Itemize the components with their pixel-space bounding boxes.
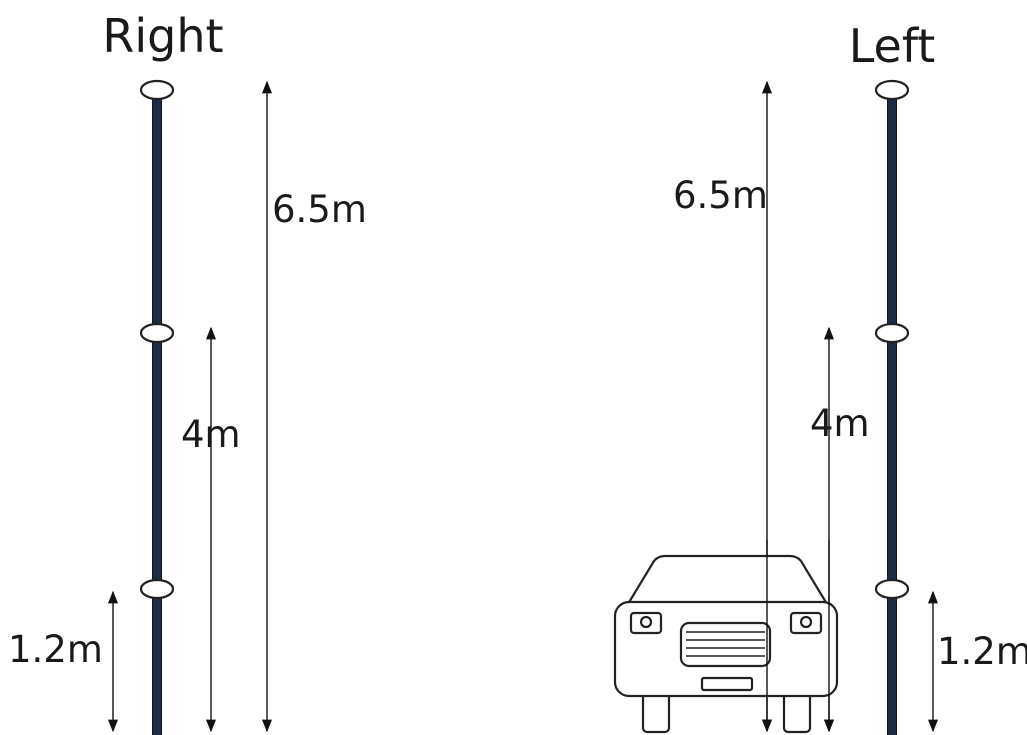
right-dim-6-5m: 6.5m [272,188,367,231]
car-license-plate [700,676,754,692]
car-grille [679,621,772,668]
right-dim-1-2m: 1.2m [8,628,103,671]
left-pole-title: Left [849,19,936,73]
sensor-marker-icon [874,578,910,600]
car-headlight-left-lamp [639,615,653,629]
left-dim-4m: 4m [810,402,870,445]
sensor-marker-icon [139,578,175,600]
car-headlight-right-lamp [799,615,813,629]
right-pole-group: Right 6.5m 4m 1.2m [8,9,367,735]
right-dim-4m: 4m [181,413,241,456]
left-pole-group: Left 6.5m 4m 1.2m [673,19,1027,735]
sensor-marker-icon [139,79,175,101]
left-dim-6-5m: 6.5m [673,174,768,217]
left-dim-1-2m: 1.2m [937,630,1027,673]
sensor-marker-icon [874,79,910,101]
sensor-marker-icon [874,322,910,344]
car-icon [613,554,839,734]
car-windshield [626,554,829,606]
sensor-marker-icon [139,322,175,344]
right-pole-title: Right [102,9,223,63]
